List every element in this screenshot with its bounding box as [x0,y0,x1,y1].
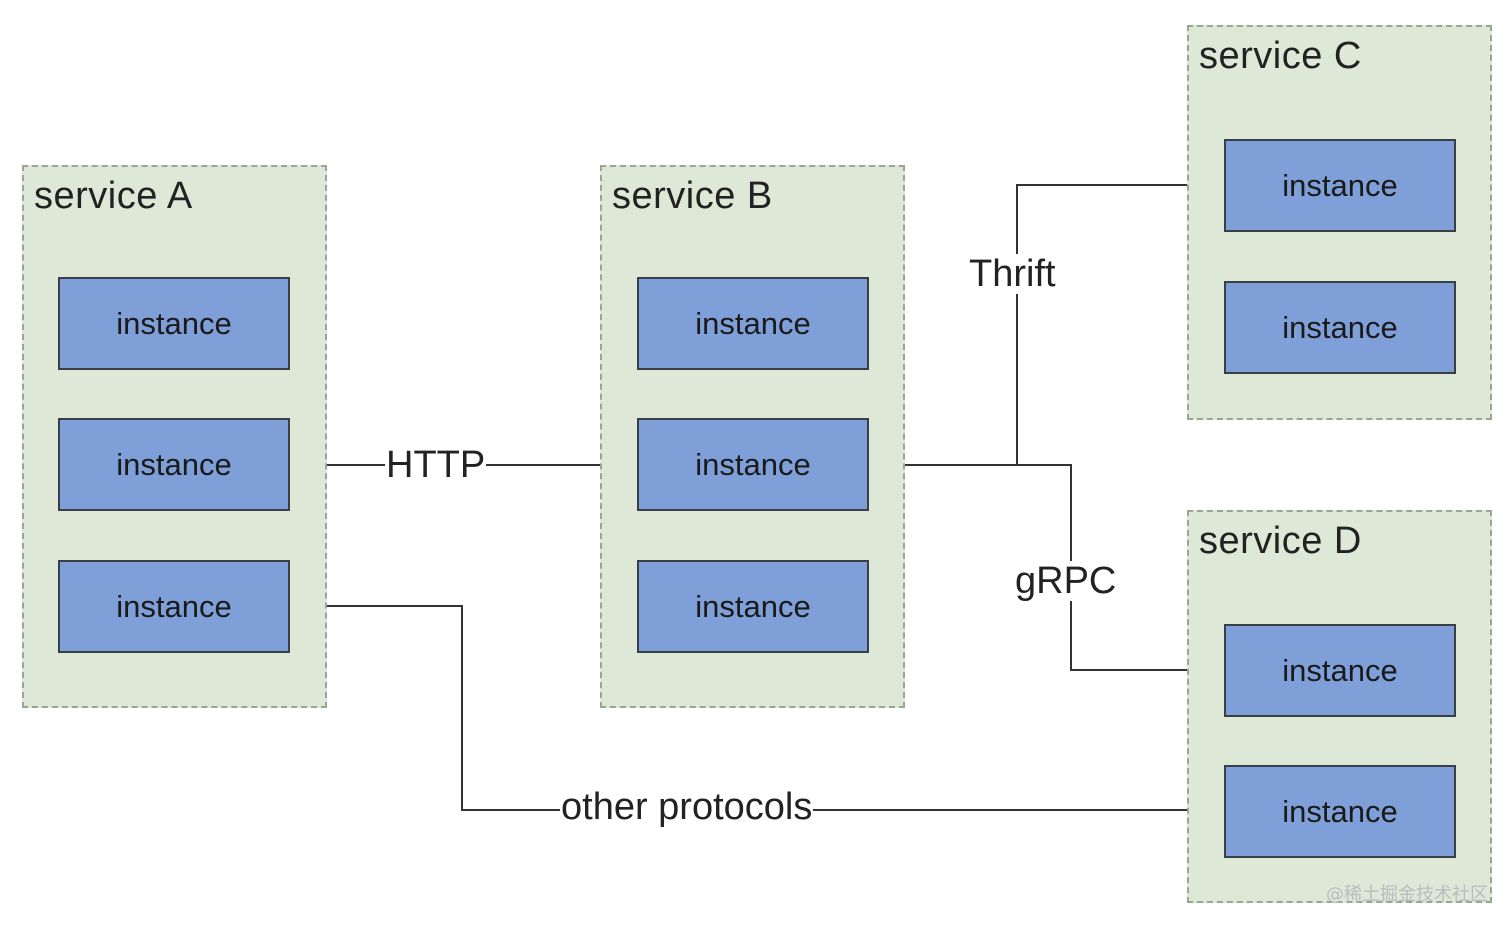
service-d-title: service D [1199,520,1362,562]
thrift-label: Thrift [968,253,1057,295]
service-a-title: service A [34,175,193,217]
service-b-title: service B [612,175,773,217]
service-d-instance-1: instance [1224,624,1456,717]
service-a-instance-3: instance [58,560,290,653]
thrift-connector [868,179,1224,466]
service-b-instance-3: instance [637,560,869,653]
service-b-instance-1: instance [637,277,869,370]
service-c-instance-1: instance [1224,139,1456,232]
watermark-text: @稀土掘金技术社区 [1326,884,1488,905]
other-protocols-label: other protocols [560,786,814,828]
service-d-instance-2: instance [1224,765,1456,858]
service-c-instance-2: instance [1224,281,1456,374]
service-a-instance-1: instance [58,277,290,370]
service-c-title: service C [1199,35,1362,77]
http-label: HTTP [385,444,487,486]
service-b-instance-2: instance [637,418,869,511]
grpc-label: gRPC [1014,560,1118,602]
service-a-instance-2: instance [58,418,290,511]
